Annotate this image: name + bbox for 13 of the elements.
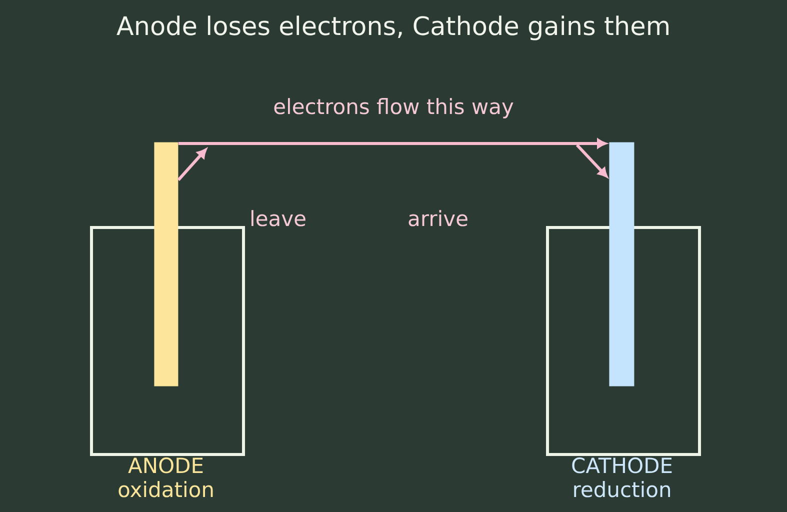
arrow	[576, 144, 608, 178]
electrode	[609, 142, 634, 386]
electrode-name: ANODE	[128, 457, 203, 474]
reaction-name: reduction	[574, 481, 670, 498]
electrode-name: CATHODE	[572, 457, 672, 474]
annotation: arrive	[408, 210, 468, 226]
electrode	[154, 142, 178, 386]
arrow	[177, 148, 207, 181]
reaction-name: oxidation	[118, 481, 213, 498]
arrow	[178, 138, 606, 148]
edge-label: electrons flow this way	[274, 98, 514, 118]
title: Anode loses electrons, Cathode gains them	[116, 16, 668, 40]
annotation: leave	[252, 210, 306, 226]
